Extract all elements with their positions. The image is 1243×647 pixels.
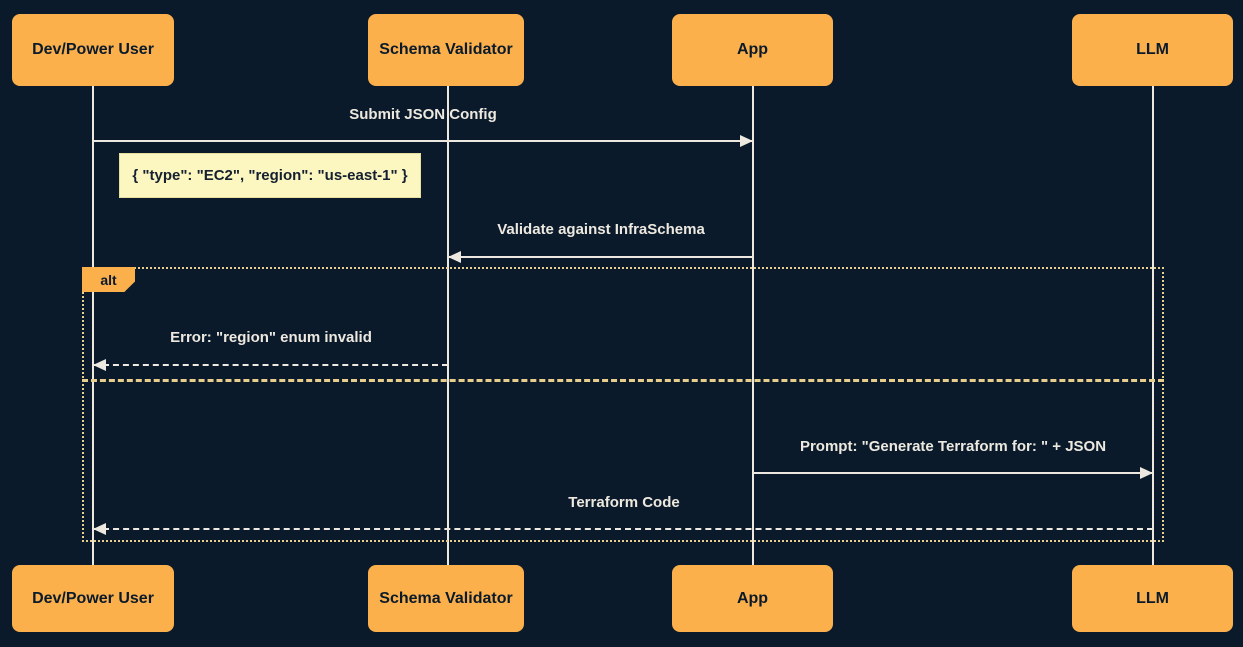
actor-schema-validator-top: Schema Validator <box>368 14 524 86</box>
message-line <box>448 256 753 258</box>
actor-dev-power-user-top: Dev/Power User <box>12 14 174 86</box>
arrowhead-left-icon <box>93 359 106 371</box>
actor-app-top: App <box>672 14 833 86</box>
alt-frame <box>82 267 1164 542</box>
message-line <box>753 472 1153 474</box>
alt-divider <box>82 379 1164 382</box>
arrowhead-left-icon <box>448 251 461 263</box>
message-label: Prompt: "Generate Terraform for: " + JSO… <box>799 438 1107 455</box>
message-line <box>93 528 1153 530</box>
actor-schema-validator-bottom: Schema Validator <box>368 565 524 632</box>
actor-dev-power-user-bottom: Dev/Power User <box>12 565 174 632</box>
lifeline-dev <box>92 86 94 565</box>
message-label: Submit JSON Config <box>349 106 497 123</box>
message-label: Terraform Code <box>568 494 680 511</box>
arrowhead-right-icon <box>1140 467 1153 479</box>
arrowhead-right-icon <box>740 135 753 147</box>
lifeline-validator <box>447 86 449 565</box>
arrowhead-left-icon <box>93 523 106 535</box>
message-label: Error: "region" enum invalid <box>170 329 372 346</box>
message-label: Validate against InfraSchema <box>497 221 705 238</box>
message-line <box>93 364 448 366</box>
lifeline-llm <box>1152 86 1154 565</box>
lifeline-app <box>752 86 754 565</box>
actor-llm-top: LLM <box>1072 14 1233 86</box>
message-line <box>93 140 753 142</box>
actor-app-bottom: App <box>672 565 833 632</box>
alt-label: alt <box>82 267 135 292</box>
actor-llm-bottom: LLM <box>1072 565 1233 632</box>
note-json-config: { "type": "EC2", "region": "us-east-1" } <box>119 153 421 198</box>
